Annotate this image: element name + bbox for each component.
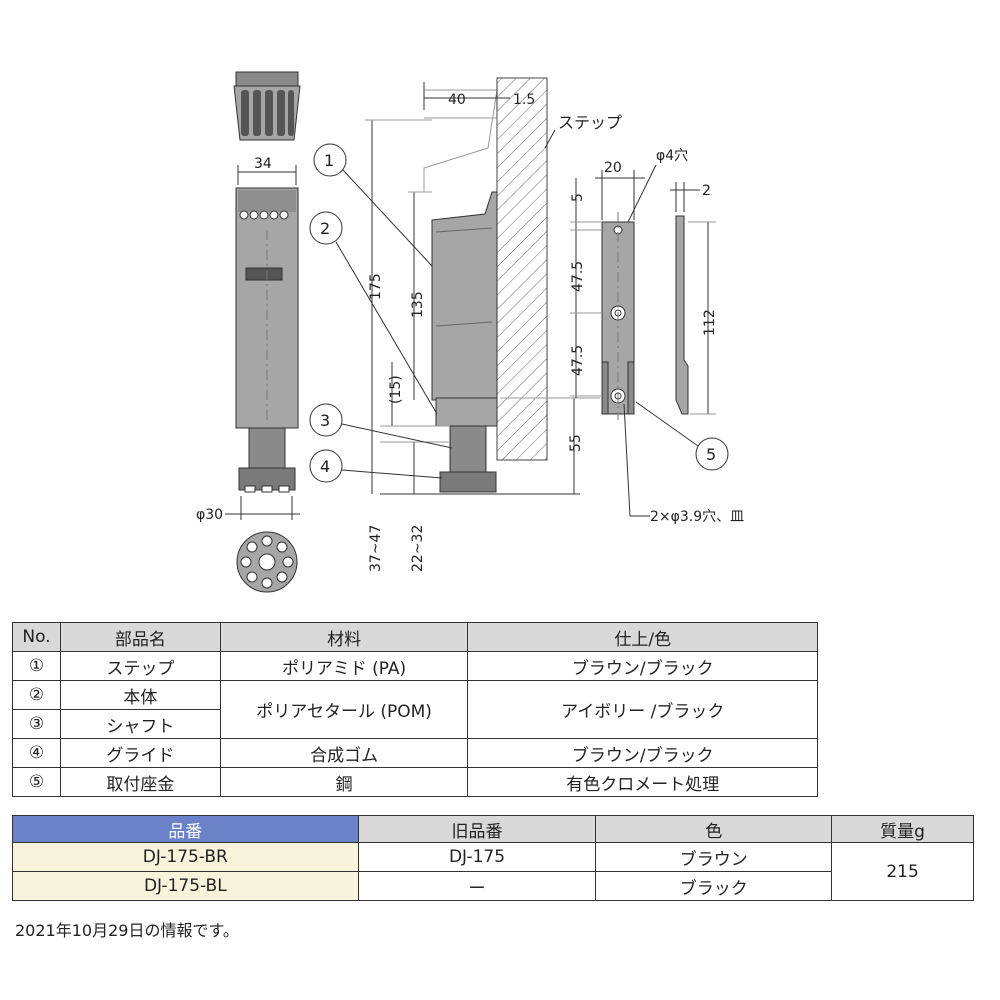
header-old-id: 旧品番 (357, 815, 597, 843)
table-row: ④ グライド 合成ゴム ブラウン/ブラック (12, 738, 818, 768)
dim-135: 135 (410, 291, 426, 318)
technical-drawing: 34 φ30 (196, 71, 744, 593)
dim-175: 175 (368, 273, 384, 300)
header-product-id: 品番 (12, 815, 359, 843)
dim-15: (15) (388, 375, 404, 404)
callout-5: 5 (635, 401, 729, 471)
header-finish: 仕上/色 (467, 622, 818, 652)
dim-2-phi3-9: 2×φ3.9穴、皿 (650, 509, 744, 525)
dim-1-5: 1.5 (513, 92, 535, 108)
side-body (435, 397, 498, 427)
grip-piece (233, 71, 301, 141)
callout-1: 1 (313, 143, 433, 267)
dim-2: 2 (702, 183, 711, 199)
dim-34: 34 (254, 156, 272, 172)
parts-table: No. 部品名 材料 仕上/色 ① ステップ ポリアミド (PA) ブラウン/ブ… (12, 622, 818, 797)
side-glide (439, 471, 497, 493)
parts-header-row: No. 部品名 材料 仕上/色 (12, 622, 818, 652)
dim-47-5-a: 47.5 (570, 261, 586, 292)
table-row: DJ-175-BL ー ブラック (12, 871, 974, 901)
svg-text:4: 4 (320, 457, 330, 476)
header-material: 材料 (219, 622, 469, 652)
callout-4: 4 (309, 449, 443, 483)
header-part-name: 部品名 (59, 622, 221, 652)
front-shaft (248, 427, 286, 469)
dim-47-5-b: 47.5 (570, 345, 586, 376)
side-view: 40 1.5 ステップ 175 135 (15) 37~47 22~32 (309, 77, 622, 572)
header-no: No. (12, 622, 61, 652)
bottom-view (236, 531, 298, 593)
dim-112: 112 (702, 309, 718, 336)
product-id: DJ-175-BR (12, 842, 359, 872)
wall-section (496, 77, 548, 461)
svg-text:5: 5 (706, 445, 716, 464)
label-step: ステップ (558, 113, 622, 132)
table-row: ② 本体 ポリアセタール (POM) アイボリー /ブラック (12, 680, 818, 739)
header-mass: 質量g (831, 815, 974, 843)
header-color: 色 (595, 815, 833, 843)
dim-5: 5 (570, 193, 586, 202)
table-row: DJ-175-BR DJ-175 ブラウン 215 (12, 842, 974, 901)
product-table: 品番 旧品番 色 質量g DJ-175-BR DJ-175 ブラウン 215 D… (12, 815, 974, 901)
svg-text:2: 2 (320, 219, 330, 238)
dim-40: 40 (448, 92, 466, 108)
footnote: 2021年10月29日の情報です。 (15, 921, 239, 940)
plate-side-strip (675, 215, 689, 415)
dim-22-32: 22~32 (410, 525, 426, 572)
dim-37-47: 37~47 (368, 525, 384, 572)
product-header-row: 品番 旧品番 色 質量g (12, 815, 974, 843)
mounting-plate-view: 20 φ4穴 5 47.5 47.5 2×φ3.9穴、皿 2 (570, 148, 744, 525)
dim-phi30: φ30 (196, 507, 223, 523)
front-view: 34 φ30 (196, 71, 301, 593)
product-id: DJ-175-BL (12, 871, 359, 901)
callout-3: 3 (309, 403, 453, 449)
mass-value: 215 (831, 842, 974, 901)
table-row: ① ステップ ポリアミド (PA) ブラウン/ブラック (12, 651, 818, 681)
callout-2: 2 (309, 211, 438, 415)
svg-text:1: 1 (324, 151, 334, 170)
dim-phi4: φ4穴 (656, 148, 688, 164)
front-body (235, 187, 299, 429)
step-part (431, 191, 498, 401)
dim-55: 55 (568, 434, 584, 452)
svg-text:3: 3 (320, 411, 330, 430)
dim-20: 20 (604, 160, 622, 176)
table-row: ⑤ 取付座金 鋼 有色クロメート処理 (12, 767, 818, 797)
side-shaft (449, 425, 487, 473)
